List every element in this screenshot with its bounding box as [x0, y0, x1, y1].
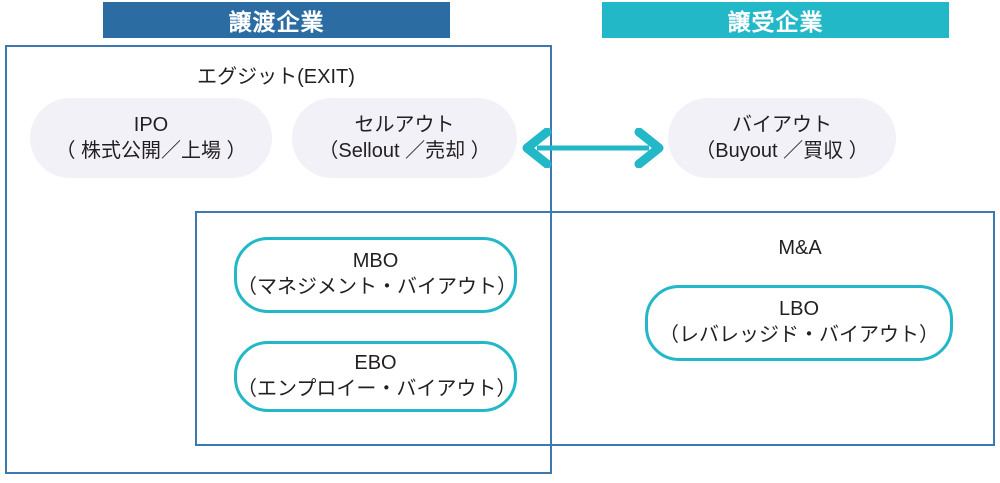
pill-ipo-title: IPO [133, 114, 169, 136]
frame-ma-scope [195, 211, 995, 446]
frame-transferor-scope [5, 45, 552, 474]
pill-buyout: バイアウト （Buyout ／買収 ） [668, 98, 896, 178]
pill-buyout-subtitle: （Buyout ／買収 ） [695, 140, 869, 162]
pill-buyout-title: バイアウト [732, 114, 832, 136]
box-mbo-subtitle: （マネジメント・バイアウト） [237, 276, 517, 298]
pill-sellout-title: セルアウト [354, 114, 455, 136]
label-ma: M&A [778, 237, 822, 259]
pill-sellout: セルアウト （Sellout ／売却 ） [292, 98, 517, 178]
arrow-head-right [634, 127, 664, 169]
box-ebo: EBO （エンプロイー・バイアウト） [234, 341, 517, 412]
banner-transferor-label: 譲渡企業 [228, 9, 325, 35]
pill-ipo: IPO （ 株式公開／上場 ） [30, 98, 272, 178]
double-headed-arrow-svg [522, 127, 664, 169]
box-lbo-title: LBO [778, 298, 820, 321]
arrow-head-left [522, 127, 552, 169]
box-mbo-title: MBO [352, 250, 399, 273]
double-headed-arrow-icon [521, 127, 665, 169]
banner-transferor: 譲渡企業 [103, 2, 450, 38]
banner-transferee: 譲受企業 [602, 2, 949, 38]
pill-ipo-subtitle: （ 株式公開／上場 ） [55, 140, 247, 162]
box-lbo-subtitle: （レバレッジド・バイアウト） [659, 324, 939, 346]
box-ebo-subtitle: （エンプロイー・バイアウト） [237, 377, 517, 400]
pill-sellout-subtitle: （Sellout ／売却 ） [318, 140, 491, 162]
box-ebo-title: EBO [354, 351, 397, 374]
label-exit: エグジット(EXIT) [197, 66, 355, 88]
banner-transferee-label: 譲受企業 [727, 9, 824, 35]
box-lbo: LBO （レバレッジド・バイアウト） [645, 285, 953, 361]
box-mbo: MBO （マネジメント・バイアウト） [234, 237, 517, 313]
